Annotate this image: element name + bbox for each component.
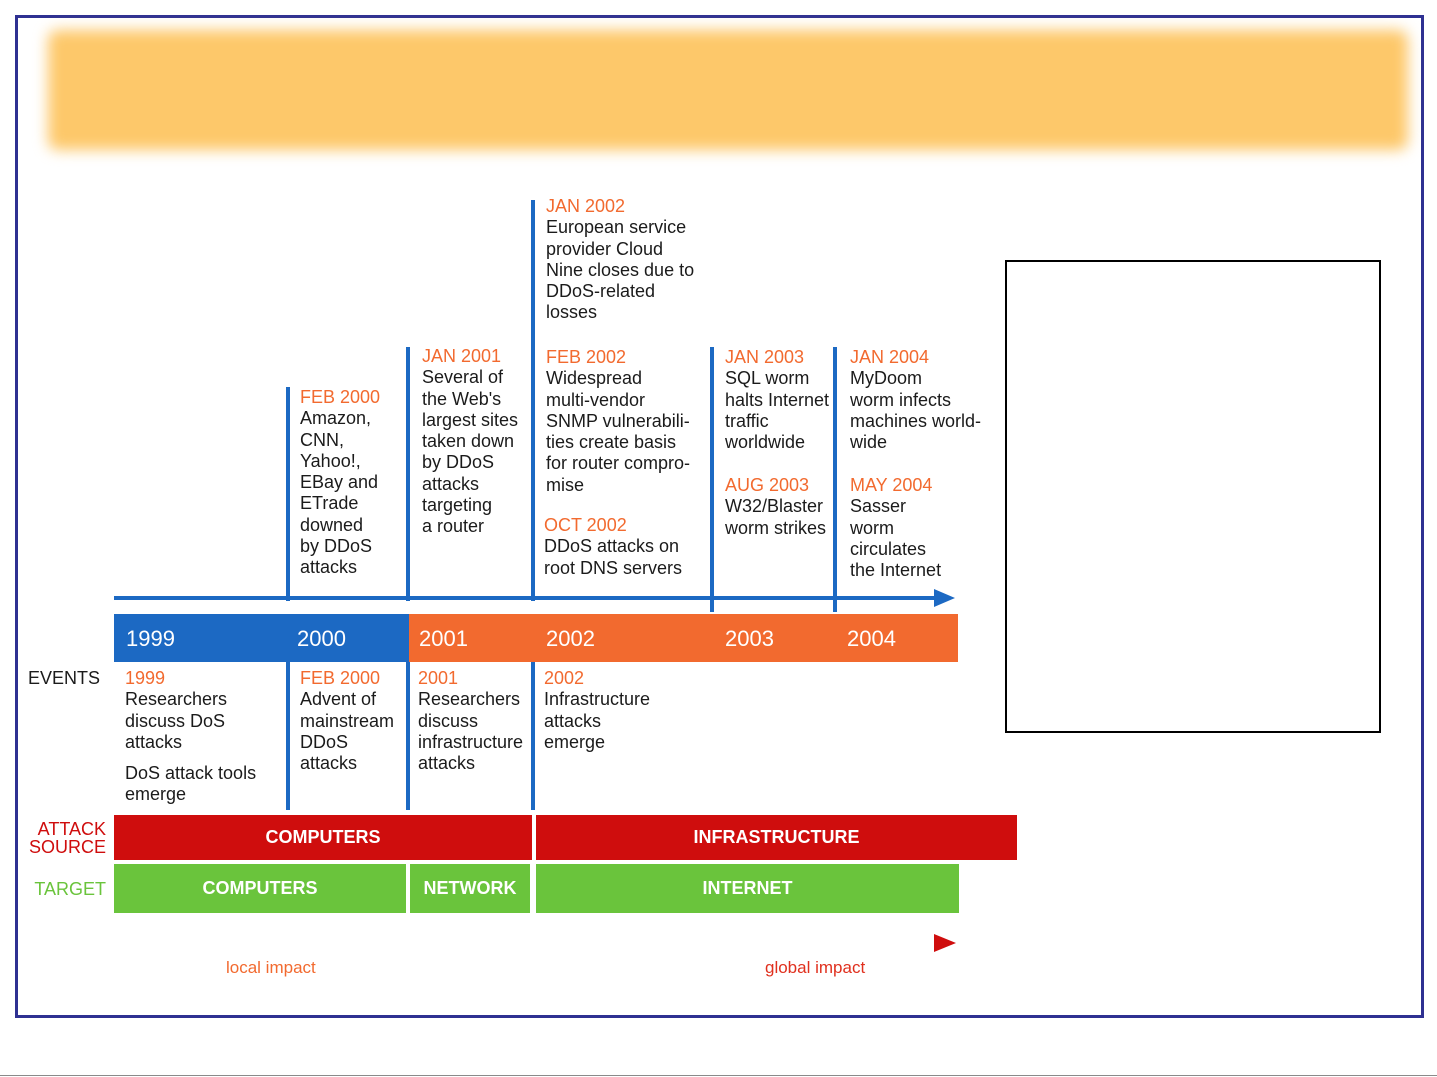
divider-2001-top [406, 347, 410, 601]
event-text: DDoS attacks on root DNS servers [544, 536, 683, 578]
event-oct-2002: OCT 2002 DDoS attacks on root DNS server… [544, 515, 682, 579]
divider-2001-bottom [406, 660, 410, 810]
event-jan-2004: JAN 2004 MyDoom worm infects machines wo… [850, 347, 981, 453]
year-label-2000: 2000 [297, 626, 346, 651]
event-jan-2001: JAN 2001 Several of the Web's largest si… [422, 346, 518, 538]
event-date: FEB 2000 [300, 387, 381, 407]
target-network-band: NETWORK [410, 864, 530, 913]
event-text: Researchers discuss DoS attacks [125, 689, 228, 752]
event-feb-2000: FEB 2000 Amazon, CNN, Yahoo!, EBay and E… [300, 387, 380, 579]
empty-side-box [1005, 260, 1381, 733]
event-feb-2000-bottom: FEB 2000 Advent of mainstream DDoS attac… [300, 668, 394, 774]
year-label-2004: 2004 [847, 626, 896, 651]
page-bottom-rule [0, 1075, 1437, 1076]
event-text: Researchers discuss infrastructure attac… [418, 689, 524, 774]
local-impact-label: local impact [226, 958, 316, 977]
attack-source-computers-band: COMPUTERS [114, 815, 532, 860]
event-date: FEB 2000 [300, 668, 381, 688]
divider-2000-top [286, 387, 290, 601]
target-internet-band: INTERNET [536, 864, 959, 913]
event-text: European service provider Cloud Nine clo… [546, 217, 695, 323]
event-date: JAN 2002 [546, 196, 626, 216]
divider-2004-top [833, 347, 837, 612]
event-date: 2001 [418, 668, 459, 688]
global-impact-label: global impact [765, 958, 866, 977]
divider-2002-top [531, 200, 535, 601]
event-text: Amazon, CNN, Yahoo!, EBay and ETrade dow… [300, 408, 379, 578]
event-date: JAN 2003 [725, 347, 805, 367]
event-date: 2002 [544, 668, 585, 688]
year-bar-orange [409, 614, 958, 662]
divider-2000-bottom [286, 660, 290, 810]
target-computers-band: COMPUTERS [114, 864, 406, 913]
event-text: W32/Blaster worm strikes [725, 496, 827, 538]
event-date: JAN 2001 [422, 346, 502, 366]
event-date: OCT 2002 [544, 515, 627, 535]
title-banner [48, 30, 1408, 150]
slide-frame [15, 15, 1424, 1018]
event-date: 1999 [125, 668, 166, 688]
event-text: Several of the Web's largest sites taken… [422, 367, 519, 537]
event-text: Sasser worm circulates the Internet [850, 496, 942, 581]
event-2002-bottom: 2002 Infrastructure attacks emerge [544, 668, 650, 753]
year-label-2001: 2001 [419, 626, 468, 651]
event-text: Infrastructure attacks emerge [544, 689, 651, 752]
event-feb-2002: FEB 2002 Widespread multi-vendor SNMP vu… [546, 347, 690, 496]
event-1999: 1999 Researchers discuss DoS attacks DoS… [125, 668, 256, 806]
attack-source-infrastructure-band: INFRASTRUCTURE [536, 815, 1017, 860]
divider-2003-top [710, 347, 714, 612]
event-text: MyDoom worm infects machines world- wide [850, 368, 982, 453]
event-text: Widespread multi-vendor SNMP vulnerabili… [546, 368, 691, 495]
year-label-2002: 2002 [546, 626, 595, 651]
event-text: Advent of mainstream DDoS attacks [300, 689, 395, 774]
attack-source-row-label: ATTACK SOURCE [28, 819, 106, 857]
event-date: AUG 2003 [725, 475, 810, 495]
events-row-label: EVENTS [28, 668, 101, 688]
event-date: MAY 2004 [850, 475, 933, 495]
event-may-2004: MAY 2004 Sasser worm circulates the Inte… [850, 475, 941, 581]
divider-2002-bottom [531, 660, 535, 810]
event-aug-2003: AUG 2003 W32/Blaster worm strikes [725, 475, 826, 539]
year-label-1999: 1999 [126, 626, 175, 651]
event-text: SQL worm halts Internet traffic worldwid… [725, 368, 830, 453]
event-jan-2002: JAN 2002 European service provider Cloud… [546, 196, 694, 324]
event-date: JAN 2004 [850, 347, 930, 367]
event-2001-bottom: 2001 Researchers discuss infrastructure … [418, 668, 523, 774]
event-text-secondary: DoS attack tools emerge [125, 763, 257, 805]
event-jan-2003: JAN 2003 SQL worm halts Internet traffic… [725, 347, 829, 453]
target-row-label: TARGET [34, 879, 106, 899]
event-date: FEB 2002 [546, 347, 627, 367]
year-label-2003: 2003 [725, 626, 774, 651]
year-bar-blue [114, 614, 409, 662]
